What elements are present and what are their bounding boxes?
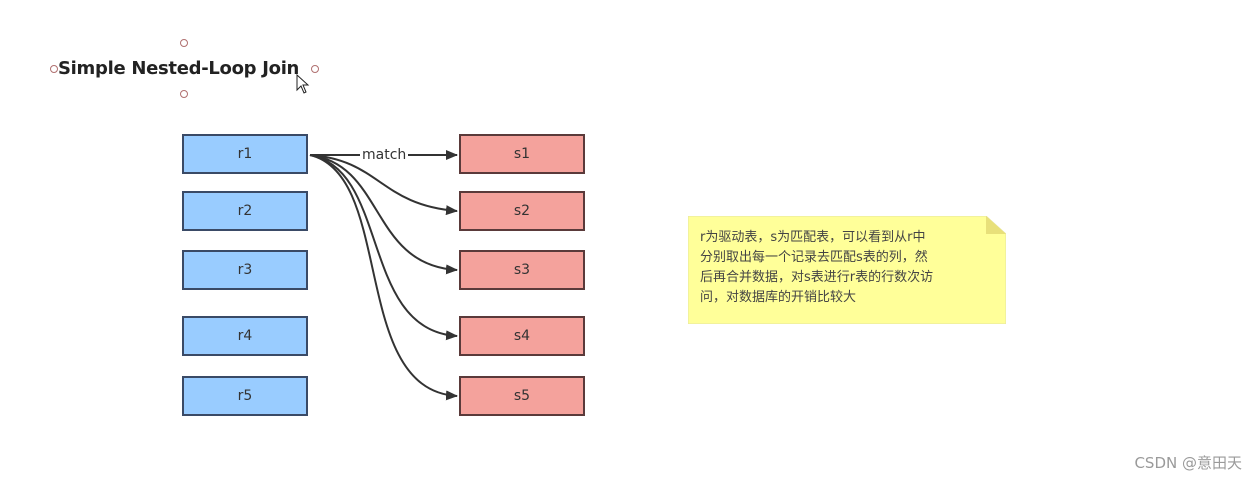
r-box-3[interactable]: r3 [182, 250, 308, 290]
s-box-1[interactable]: s1 [459, 134, 585, 174]
s-box-5[interactable]: s5 [459, 376, 585, 416]
r-box-1[interactable]: r1 [182, 134, 308, 174]
arrow-r1-s3 [309, 154, 458, 275]
arrow-r1-s5 [309, 154, 458, 401]
match-label: match [360, 147, 409, 163]
r-box-5[interactable]: r5 [182, 376, 308, 416]
mouse-cursor-icon [296, 74, 310, 94]
diagram-title[interactable]: Simple Nested-Loop Join [58, 58, 300, 79]
s-box-2[interactable]: s2 [459, 191, 585, 231]
selection-handle-left[interactable] [50, 65, 58, 73]
selection-handle-bottom[interactable] [180, 90, 188, 98]
watermark: CSDN @意田天 [1134, 454, 1242, 472]
selection-handle-right[interactable] [311, 65, 319, 73]
r-box-2[interactable]: r2 [182, 191, 308, 231]
r-box-4[interactable]: r4 [182, 316, 308, 356]
sticky-note[interactable]: r为驱动表，s为匹配表，可以看到从r中 分别取出每一个记录去匹配s表的列，然 后… [688, 216, 1006, 324]
arrow-r1-s2 [309, 154, 458, 216]
arrow-r1-s4 [309, 154, 458, 341]
s-box-4[interactable]: s4 [459, 316, 585, 356]
selection-handle-top[interactable] [180, 39, 188, 47]
sticky-note-text: r为驱动表，s为匹配表，可以看到从r中 分别取出每一个记录去匹配s表的列，然 后… [700, 230, 934, 305]
sticky-note-shape [688, 216, 1006, 324]
s-box-3[interactable]: s3 [459, 250, 585, 290]
